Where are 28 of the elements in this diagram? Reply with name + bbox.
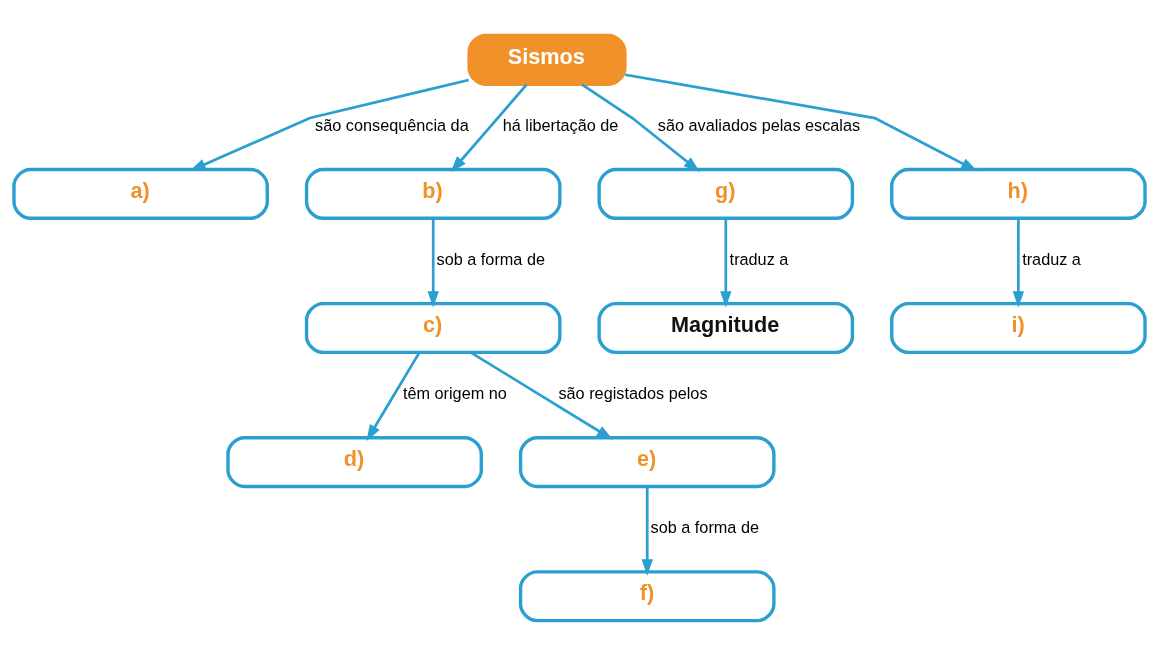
arrow bbox=[720, 218, 732, 307]
edge-label: há libertação de bbox=[502, 115, 619, 134]
arrow bbox=[427, 218, 439, 307]
node-box: e) bbox=[518, 435, 776, 488]
node-box: b) bbox=[304, 167, 562, 220]
arrow bbox=[366, 351, 421, 441]
node-box: c) bbox=[304, 301, 562, 354]
arrow bbox=[1012, 218, 1025, 307]
node-box: Sismos bbox=[467, 33, 627, 86]
edge-label: sob a forma de bbox=[650, 517, 759, 536]
node-box: h) bbox=[890, 167, 1147, 220]
arrow bbox=[450, 83, 528, 172]
edge-label: traduz a bbox=[1022, 249, 1081, 268]
node-box: Magnitude bbox=[597, 301, 855, 354]
edge-label: são avaliados pelas escalas bbox=[657, 115, 861, 134]
edge-label: traduz a bbox=[729, 249, 789, 268]
arrow bbox=[641, 486, 653, 576]
edge-label: são registados pelos bbox=[558, 383, 708, 402]
node-box: f) bbox=[518, 569, 776, 622]
arrow bbox=[580, 82, 700, 172]
node-box: a) bbox=[12, 167, 269, 220]
node-box: g) bbox=[597, 167, 855, 220]
edge-label: sob a forma de bbox=[436, 249, 545, 268]
node-box: d) bbox=[226, 435, 483, 488]
edge-label: são consequência da bbox=[315, 115, 469, 134]
edge-label: têm origem no bbox=[402, 383, 507, 402]
arrow bbox=[624, 72, 978, 171]
node-box: i) bbox=[890, 301, 1147, 354]
